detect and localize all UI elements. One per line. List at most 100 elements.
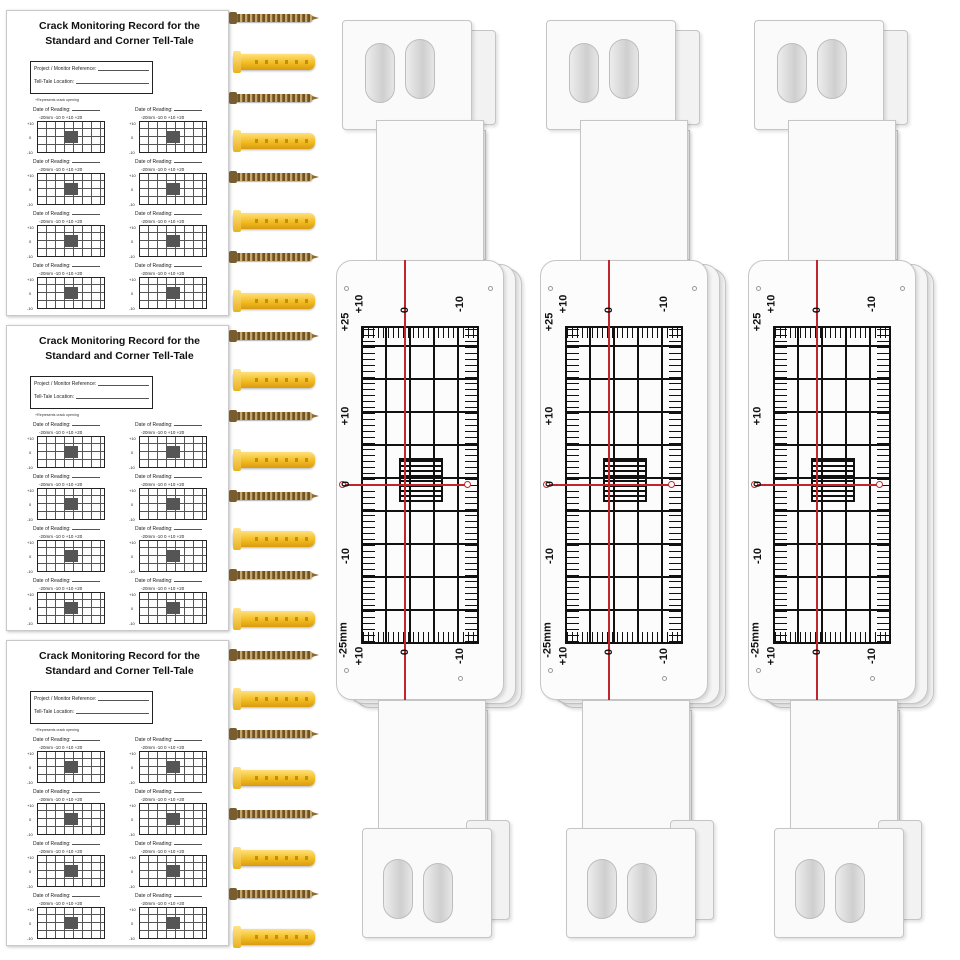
scale-side-plus25: +25: [339, 312, 352, 332]
wall-plug-icon: [233, 528, 315, 551]
mounting-slot-icon: [405, 39, 435, 99]
reading-y-top: +10: [27, 751, 34, 756]
reading-scale: -20mm -10 0 +10 +20: [39, 167, 83, 172]
screw-icon: [229, 91, 319, 104]
mounting-slot-icon: [587, 859, 617, 919]
mounting-slot-icon: [365, 43, 395, 103]
rivet-icon: [548, 668, 553, 673]
zero-mark-icon: [876, 481, 883, 488]
reading-scale: -20mm -10 0 +10 +20: [141, 430, 185, 435]
reading-grid: [139, 540, 207, 572]
reading-scale: -20mm -10 0 +10 +20: [39, 586, 83, 591]
reading-scale: -20mm -10 0 +10 +20: [141, 745, 185, 750]
zero-mark-icon: [751, 481, 758, 488]
reading-y-bot: -10: [129, 832, 135, 837]
reading-scale: -20mm -10 0 +10 +20: [141, 271, 185, 276]
reading-y-top: +10: [27, 592, 34, 597]
rivet-icon: [344, 668, 349, 673]
zero-mark-icon: [668, 481, 675, 488]
reading-scale: -20mm -10 0 +10 +20: [39, 219, 83, 224]
reading-grid: [37, 592, 105, 624]
mounting-slot-icon: [795, 859, 825, 919]
reading-y-bot: -10: [27, 150, 33, 155]
gauge-upper-neck: [376, 120, 484, 270]
rivet-icon: [756, 286, 761, 291]
reading-y-bot: -10: [27, 832, 33, 837]
reading-y-mid: 0: [29, 606, 32, 611]
sheet-title-line2: Standard and Corner Tell-Tale: [45, 665, 194, 677]
mounting-slot-icon: [383, 859, 413, 919]
scale-bottom-left: +10: [765, 646, 778, 666]
sheet-info-box: Project / Monitor Reference:Tell-Tale Lo…: [30, 61, 153, 94]
sheet-title-line1: Crack Monitoring Record for the: [38, 335, 200, 347]
reading-grid: [37, 855, 105, 887]
reading-scale: -20mm -10 0 +10 +20: [39, 901, 83, 906]
sheet-note: +Represents crack opening: [35, 728, 79, 732]
sheet-title-line2: Standard and Corner Tell-Tale: [45, 350, 194, 362]
reading-grid: [37, 277, 105, 309]
reading-y-mid: 0: [131, 765, 134, 770]
gauge-upper-neck: [580, 120, 688, 270]
reading-y-top: +10: [129, 225, 136, 230]
date-label: Date of Reading:: [33, 422, 71, 428]
scale-side-plus10: +10: [339, 406, 352, 426]
reading-y-bot: -10: [129, 936, 135, 941]
reading-y-mid: 0: [29, 187, 32, 192]
reading-y-top: +10: [129, 907, 136, 912]
date-label: Date of Reading:: [33, 841, 71, 847]
location-label: Tell-Tale Location:: [34, 709, 75, 715]
reading-grid: [37, 803, 105, 835]
reading-scale: -20mm -10 0 +10 +20: [141, 167, 185, 172]
project-label: Project / Monitor Reference:: [34, 381, 97, 387]
wall-plug-icon: [233, 210, 315, 232]
scale-side-plus25: +25: [543, 312, 556, 332]
date-label: Date of Reading:: [33, 263, 71, 269]
reading-y-top: +10: [27, 488, 34, 493]
rivet-icon: [488, 286, 493, 291]
reading-y-mid: 0: [131, 135, 134, 140]
screw-icon: [229, 171, 319, 184]
mounting-slot-icon: [777, 43, 807, 103]
reading-y-mid: 0: [131, 187, 134, 192]
date-label: Date of Reading:: [33, 578, 71, 584]
rivet-icon: [458, 676, 463, 681]
project-label: Project / Monitor Reference:: [34, 66, 97, 72]
date-label: Date of Reading:: [33, 159, 71, 165]
project-label: Project / Monitor Reference:: [34, 696, 97, 702]
scale-top-left: +10: [765, 294, 778, 314]
reading-y-top: +10: [27, 907, 34, 912]
reading-y-bot: -10: [27, 884, 33, 889]
screw-icon: [229, 648, 319, 661]
screw-icon: [229, 728, 319, 741]
date-label: Date of Reading:: [135, 893, 173, 899]
reading-y-top: +10: [129, 855, 136, 860]
reading-scale: -20mm -10 0 +10 +20: [141, 849, 185, 854]
rivet-icon: [756, 668, 761, 673]
wall-plug-icon: [233, 687, 315, 710]
screw-icon: [229, 569, 319, 582]
wall-plug-icon: [233, 50, 315, 73]
reading-y-mid: 0: [29, 817, 32, 822]
reading-scale: -20mm -10 0 +10 +20: [39, 849, 83, 854]
wall-plug-icon: [233, 846, 315, 869]
reading-y-bot: -10: [27, 936, 33, 941]
scale-top-left: +10: [353, 294, 366, 314]
indicator-line-horizontal: [544, 484, 674, 486]
reading-y-top: +10: [27, 540, 34, 545]
gauge-lower-neck: [582, 700, 690, 830]
reading-grid: [139, 173, 207, 205]
screw-icon: [229, 489, 319, 502]
reading-y-bot: -10: [129, 306, 135, 311]
reading-grid: [139, 751, 207, 783]
wall-plug-icon: [233, 369, 315, 392]
reading-y-mid: 0: [131, 869, 134, 874]
indicator-line-horizontal: [752, 484, 882, 486]
